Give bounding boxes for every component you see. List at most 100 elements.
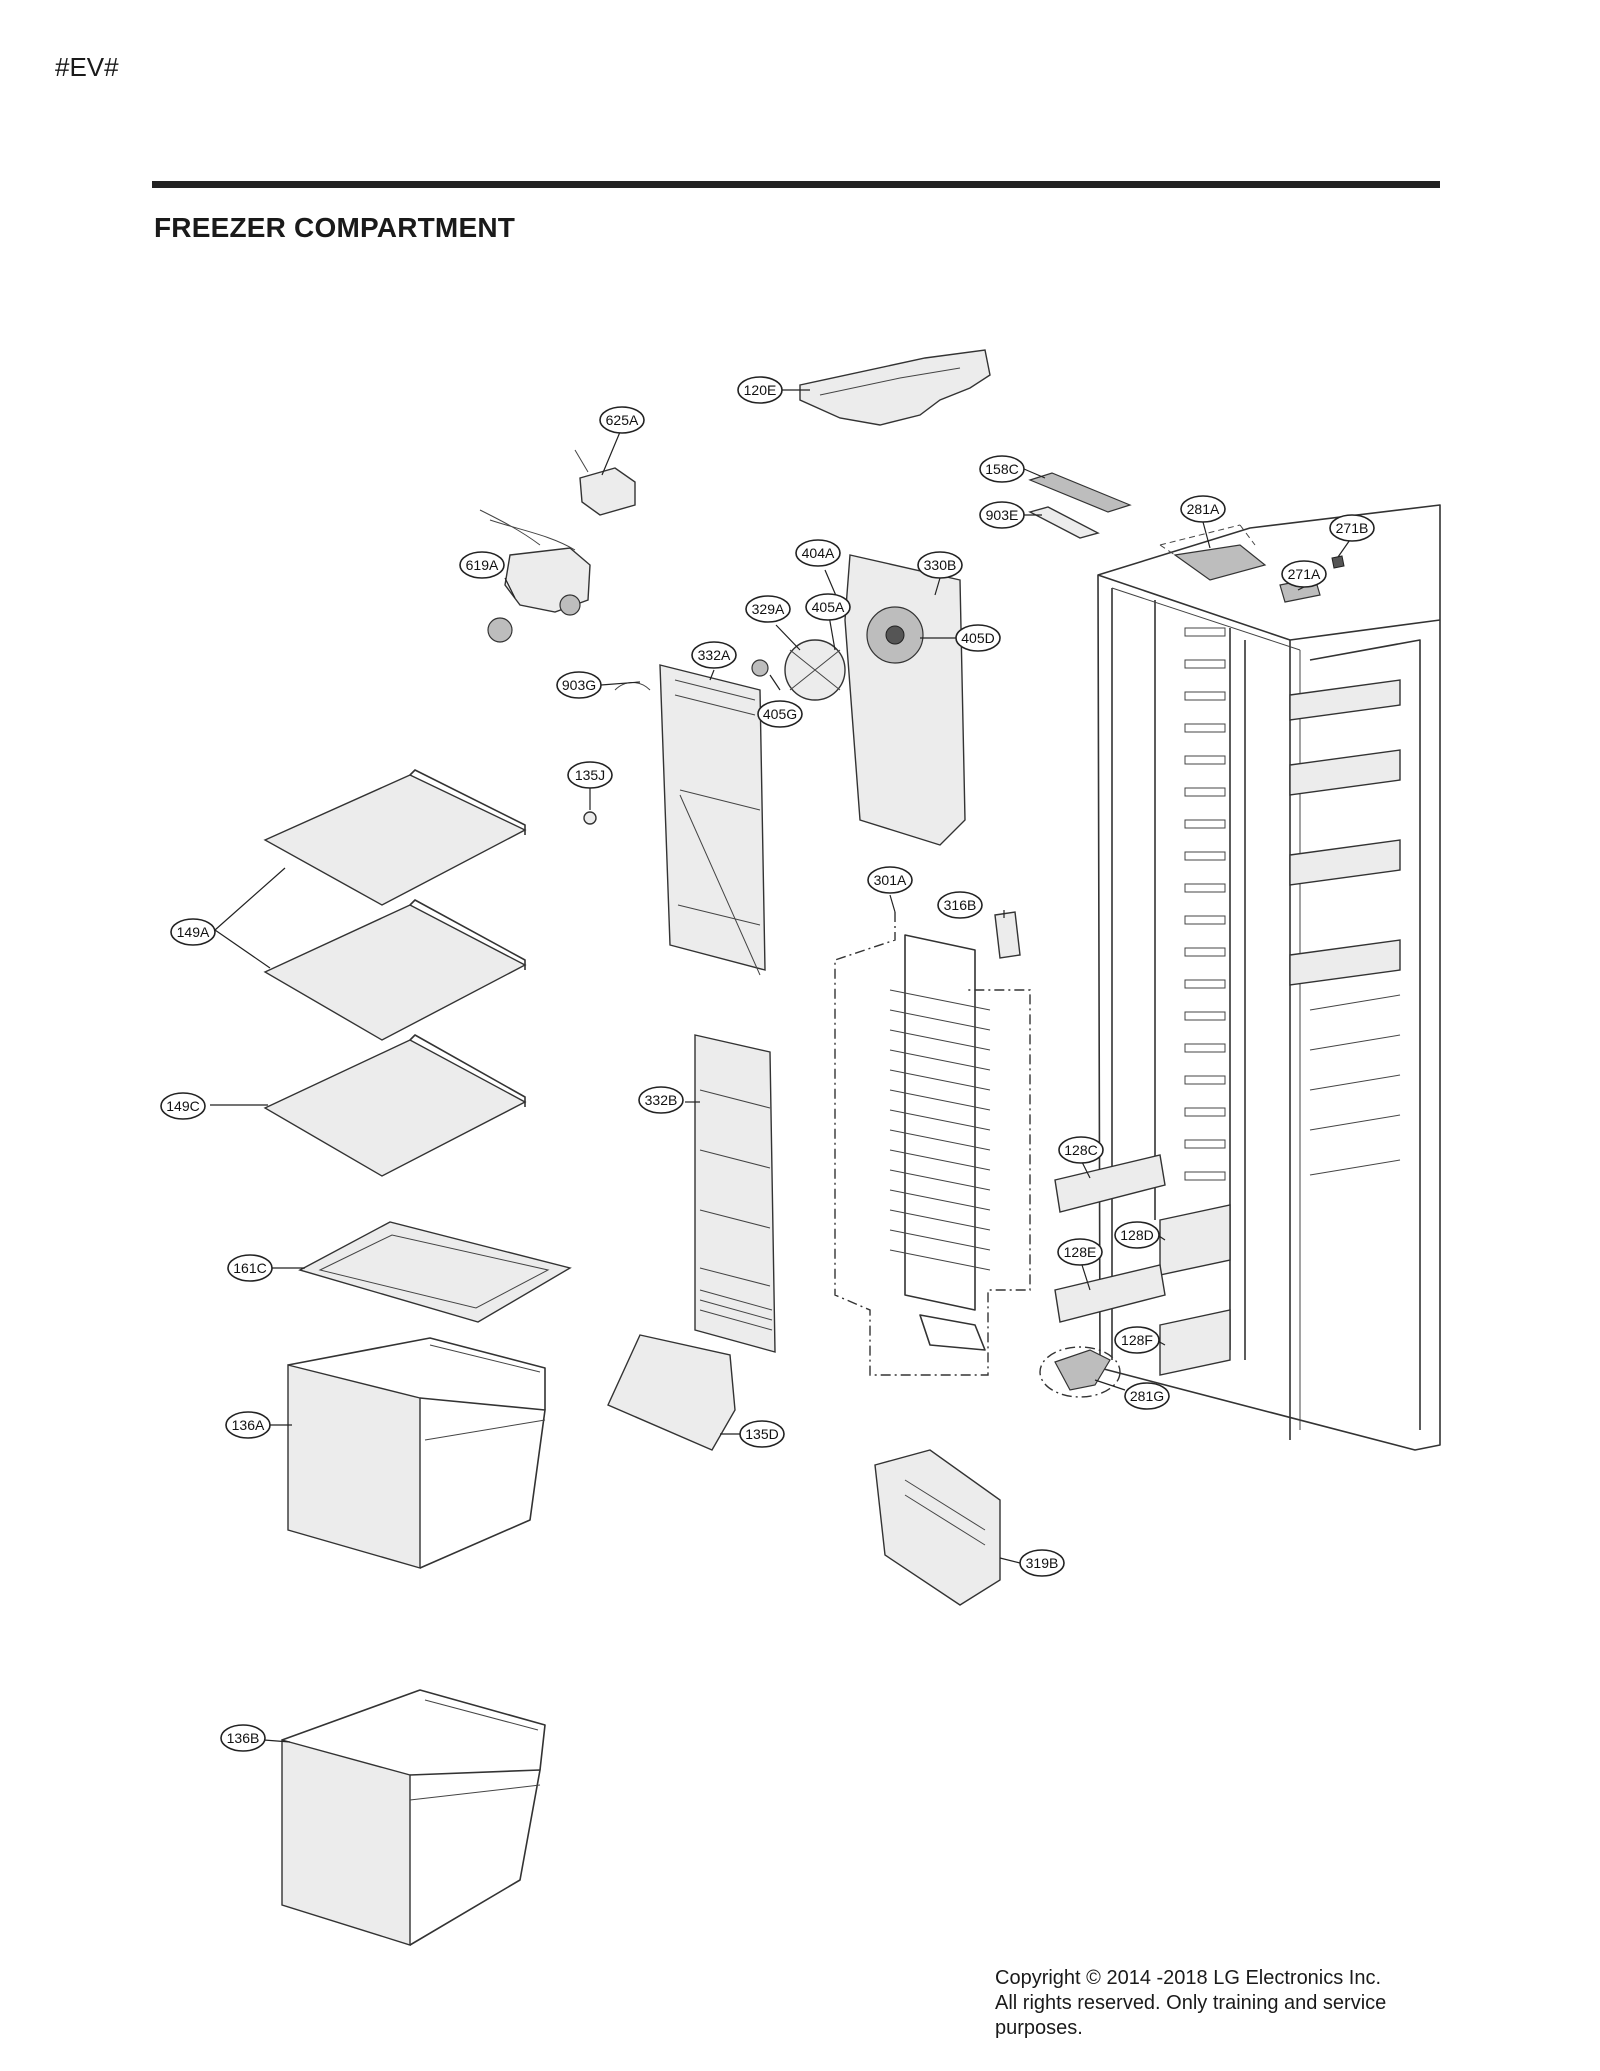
callout-135J: 135J [567,761,613,789]
cabinet-outline [1097,504,1441,1451]
svg-text:281A: 281A [1187,501,1220,517]
cabinet-body [1097,504,1441,1451]
svg-text:625A: 625A [606,412,639,428]
svg-text:149A: 149A [177,924,210,940]
callout-128D: 128D [1114,1221,1160,1249]
part-332A-shape [659,664,766,971]
page-tag: #EV# [55,52,119,82]
callout-329A: 329A [745,595,791,623]
svg-text:319B: 319B [1026,1555,1059,1571]
part-903E-shape [1028,506,1100,539]
svg-text:903E: 903E [986,507,1019,523]
callout-128F: 128F [1114,1326,1160,1354]
callout-128E: 128E [1057,1238,1103,1266]
callout-405A: 405A [805,593,851,621]
svg-text:405A: 405A [812,599,845,615]
svg-text:332A: 332A [698,647,731,663]
svg-text:158C: 158C [985,461,1018,477]
callout-271B: 271B [1329,514,1375,542]
callout-319B: 319B [1019,1549,1065,1577]
callout-301A: 301A [867,866,913,894]
part-136B-drawer [281,1689,546,1946]
svg-text:271B: 271B [1336,520,1369,536]
callout-332A: 332A [691,641,737,669]
part-128E-shape [1054,1264,1166,1323]
svg-text:301A: 301A [874,872,907,888]
callout-405G: 405G [757,700,803,728]
svg-text:903G: 903G [562,677,596,693]
svg-text:161C: 161C [233,1260,266,1276]
callout-128C: 128C [1058,1136,1104,1164]
part-128F-shape [1159,1309,1231,1376]
part-135J-shape [583,811,597,825]
fresh-food-bins [1289,679,1401,1176]
section-title: FREEZER COMPARTMENT [154,212,516,243]
svg-text:330B: 330B [924,557,957,573]
part-301A-boundary [834,912,1031,1376]
svg-text:128F: 128F [1121,1332,1153,1348]
svg-text:135D: 135D [745,1426,778,1442]
callout-281A: 281A [1180,495,1226,523]
callout-158C: 158C [979,455,1025,483]
callout-404A: 404A [795,539,841,567]
leader-lines [210,389,1353,1743]
callout-136B: 136B [220,1724,266,1752]
callout-332B: 332B [638,1086,684,1114]
part-149A-shelves [263,769,527,1041]
svg-text:128D: 128D [1120,1227,1153,1243]
svg-text:405G: 405G [763,706,797,722]
part-136A-drawer [287,1337,546,1569]
copyright-line-2: All rights reserved. Only training and s… [995,1992,1387,2014]
header-rule [152,181,1440,188]
callout-316B: 316B [937,891,983,919]
callout-903G: 903G [556,671,602,699]
callout-135D: 135D [739,1420,785,1448]
part-281G-shape [1054,1349,1111,1391]
svg-text:135J: 135J [575,767,605,783]
part-281A-shape [1173,544,1267,581]
svg-text:271A: 271A [1288,566,1321,582]
part-135D-shape [607,1334,736,1451]
svg-text:329A: 329A [752,601,785,617]
callout-330B: 330B [917,551,963,579]
copyright-line-1: Copyright © 2014 -2018 LG Electronics In… [995,1967,1382,1989]
callout-149C: 149C [160,1092,206,1120]
freezer-shelf-rails [1184,627,1226,1181]
part-158C-shape [1028,472,1132,513]
part-316B-shape [994,911,1021,959]
callout-136A: 136A [225,1411,271,1439]
copyright-line-3: purposes. [995,2017,1083,2039]
part-128D-shape [1159,1204,1231,1276]
cabinet-top-front-edge [1097,574,1441,641]
svg-text:120E: 120E [744,382,777,398]
callout-619A: 619A [459,551,505,579]
part-271B-shape [1331,555,1345,569]
svg-text:404A: 404A [802,545,835,561]
callout-903E: 903E [979,501,1025,529]
part-332B-shape [694,1034,776,1353]
svg-text:316B: 316B [944,897,977,913]
svg-text:619A: 619A [466,557,499,573]
callout-161C: 161C [227,1254,273,1282]
part-120E-shape [799,349,991,426]
callout-625A: 625A [599,406,645,434]
part-619A-valve [479,509,591,643]
callout-271A: 271A [1281,560,1327,588]
svg-text:332B: 332B [645,1092,678,1108]
svg-text:149C: 149C [166,1098,199,1114]
callout-281G: 281G [1124,1382,1170,1410]
part-128C-shape [1054,1154,1166,1213]
copyright-notice: Copyright © 2014 -2018 LG Electronics In… [995,1966,1435,2041]
svg-text:136B: 136B [227,1730,260,1746]
callout-149A: 149A [170,918,216,946]
door-rails [1054,1154,1231,1376]
svg-text:136A: 136A [232,1417,265,1433]
fan-assembly [751,639,846,701]
callout-120E: 120E [737,376,783,404]
part-149C-shape [263,1039,527,1177]
part-161C-shape [298,1221,572,1323]
svg-text:128C: 128C [1064,1142,1097,1158]
part-405G-shape [751,659,769,677]
callout-405D: 405D [955,624,1001,652]
